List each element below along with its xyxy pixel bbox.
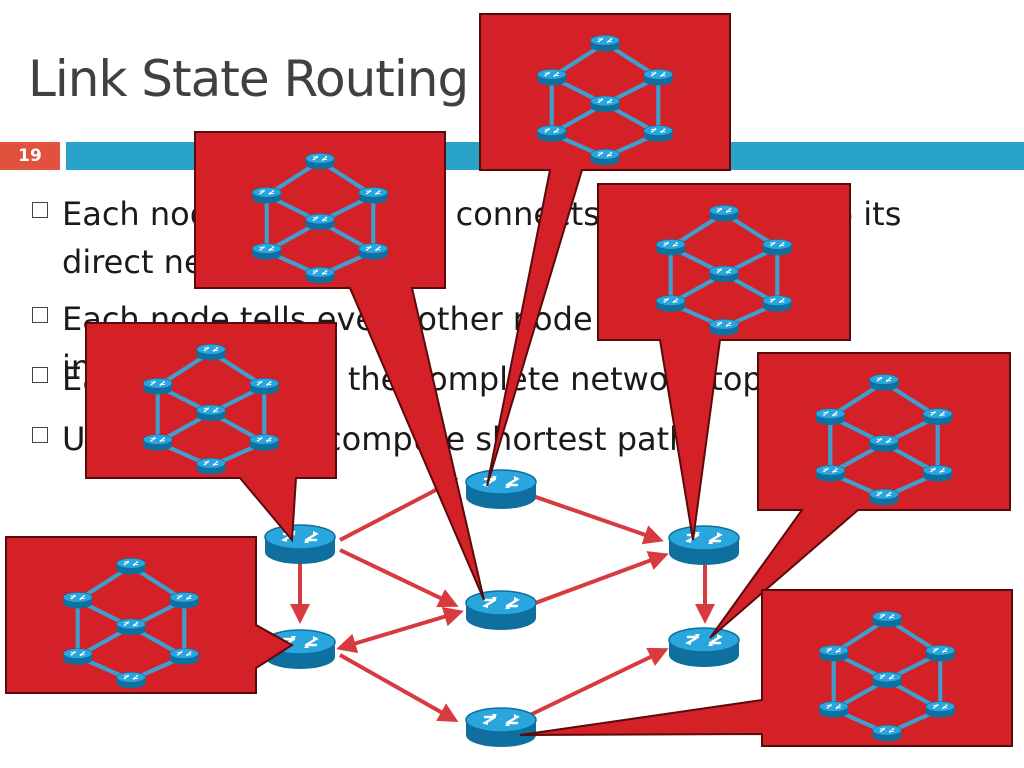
router-icon: [667, 524, 741, 567]
link-arrow: [529, 493, 664, 545]
router-icon: [464, 468, 538, 511]
square-bullet-icon: [32, 307, 48, 323]
slide-number: 19: [0, 142, 60, 170]
callout-upper-left: [195, 132, 484, 601]
callout-lower-right: [519, 590, 1012, 746]
square-bullet-icon: [32, 202, 48, 218]
callout-right: [710, 353, 1010, 639]
square-bullet-icon: [32, 427, 48, 443]
topology-callouts: [6, 14, 1012, 746]
network-links: [290, 478, 715, 722]
callout-top-center: [480, 14, 730, 487]
slide-title: Link State Routing: [28, 50, 469, 108]
link-arrow: [336, 607, 464, 653]
link-arrow: [339, 653, 459, 722]
router-icon: [464, 589, 538, 632]
link-arrow: [529, 551, 669, 607]
square-bullet-icon: [32, 367, 48, 383]
link-arrow: [529, 647, 669, 717]
router-icon: [263, 523, 337, 566]
callout-lower-left: [6, 537, 292, 693]
callout-middle-left: [86, 323, 336, 540]
router-icon: [667, 626, 741, 669]
link-arrow: [339, 548, 459, 608]
router-icon: [464, 706, 538, 749]
network-routers: [263, 468, 741, 749]
callout-upper-right: [598, 184, 850, 541]
